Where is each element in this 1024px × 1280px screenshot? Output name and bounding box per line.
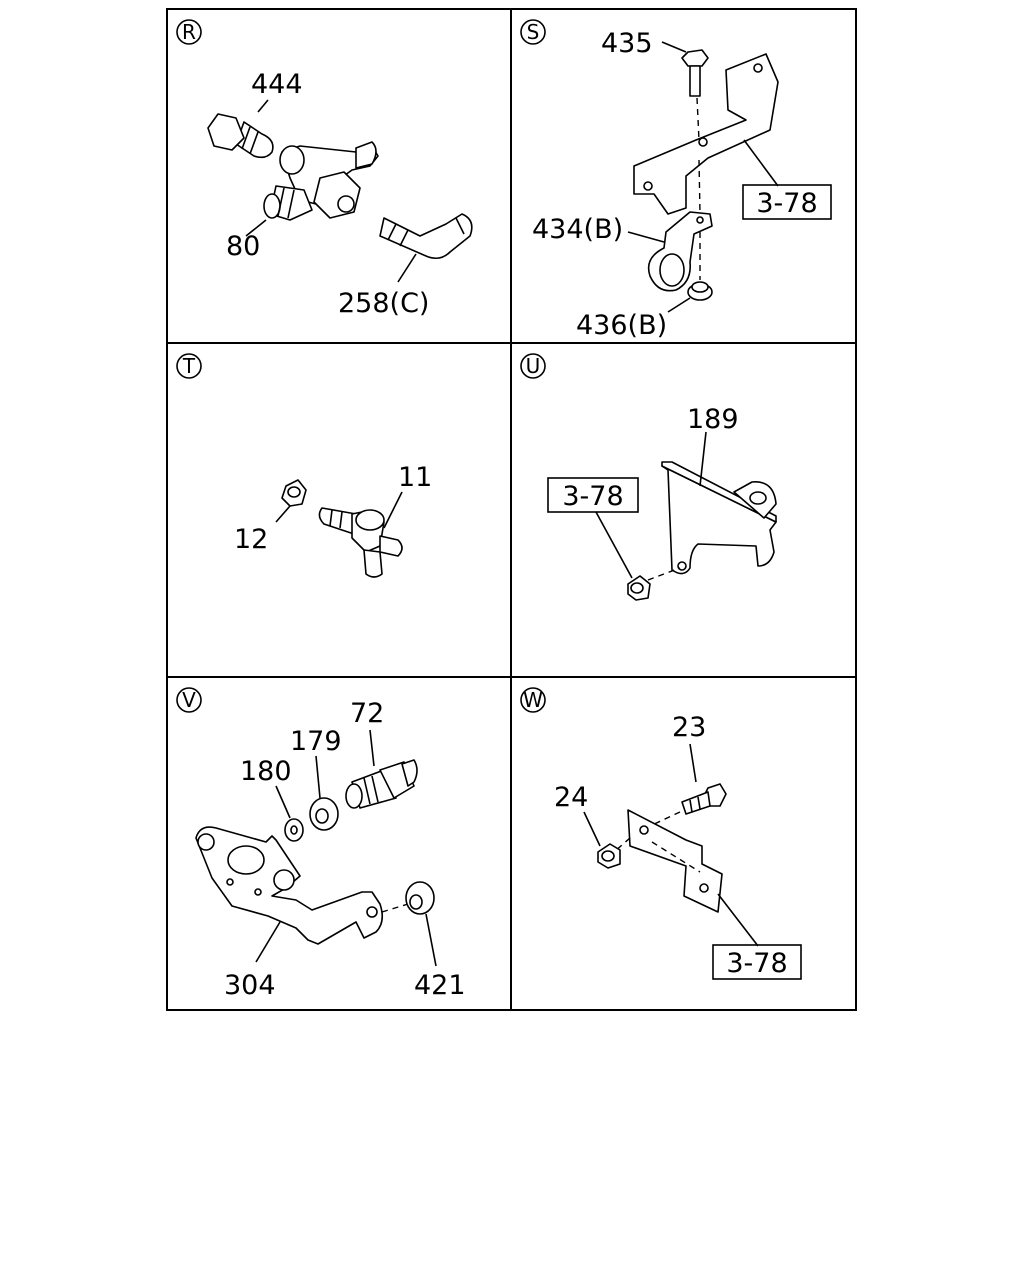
callout-180: 180	[240, 756, 292, 787]
leader-ref-s	[743, 139, 779, 187]
bracket-part	[627, 809, 723, 913]
callout-421: 421	[414, 970, 466, 1001]
svg-text:R: R	[182, 20, 196, 44]
leader-179	[315, 755, 321, 799]
leader-ref-w	[717, 893, 759, 947]
bracket-part	[633, 53, 779, 215]
section-u: U 189 3-78	[520, 353, 777, 601]
callout-444: 444	[251, 69, 303, 100]
leader-80	[245, 219, 267, 237]
callout-12: 12	[234, 524, 268, 555]
callout-258c: 258(C)	[338, 288, 429, 319]
section-w: W 23 24 3-78	[520, 687, 802, 980]
callout-189: 189	[687, 404, 739, 435]
svg-text:W: W	[523, 688, 543, 712]
leader-444	[257, 99, 269, 113]
tee-fitting-part	[279, 141, 379, 219]
ref-label-s: 3-78	[756, 188, 817, 219]
callout-24: 24	[554, 782, 588, 813]
union-fitting-part	[345, 759, 418, 809]
flange-nut-part	[687, 281, 713, 301]
callout-80: 80	[226, 231, 260, 262]
bracket-part	[195, 826, 384, 945]
panel-grid	[166, 8, 857, 1011]
bolt-part	[681, 783, 727, 815]
bracket-part	[661, 461, 777, 575]
callout-435: 435	[601, 28, 653, 59]
leader-12	[275, 505, 291, 523]
leader-23	[689, 743, 697, 783]
section-t-marker: T	[176, 353, 202, 379]
nut-part	[597, 843, 621, 869]
callout-179: 179	[290, 726, 342, 757]
section-r: R 444	[176, 19, 473, 319]
callout-304: 304	[224, 970, 276, 1001]
svg-text:T: T	[182, 354, 196, 378]
section-s: S 435 434(B) 436	[520, 19, 832, 341]
tee-connector-part	[318, 507, 403, 578]
section-w-marker: W	[520, 687, 546, 713]
ref-box-u	[547, 477, 639, 513]
leader-ref-u	[595, 511, 633, 579]
svg-text:S: S	[527, 20, 540, 44]
clip-part	[647, 211, 713, 292]
leader-11	[383, 491, 403, 529]
callout-72: 72	[350, 698, 384, 729]
bolt-part	[681, 49, 709, 97]
ref-box-s	[742, 184, 832, 220]
ref-label-w: 3-78	[726, 948, 787, 979]
section-v-marker: V	[176, 687, 202, 713]
ref-label-u: 3-78	[562, 481, 623, 512]
nipple-part	[263, 185, 313, 221]
leader-180	[275, 785, 291, 819]
section-v: V	[176, 687, 466, 1001]
nut-part	[405, 881, 435, 915]
nut-part	[627, 575, 651, 601]
washer-thin-part	[284, 818, 304, 842]
callout-11: 11	[398, 462, 432, 493]
leader-434b	[627, 231, 665, 243]
callout-434b: 434(B)	[532, 214, 623, 245]
section-r-marker: R	[176, 19, 202, 45]
nut-part	[281, 479, 307, 507]
leader-72	[369, 729, 375, 767]
ref-box-w	[712, 944, 802, 980]
leader-304	[255, 921, 281, 963]
leader-436b	[667, 297, 691, 313]
leader-24	[583, 811, 601, 847]
leader-421	[425, 913, 437, 967]
leader-189	[699, 431, 707, 487]
svg-text:V: V	[182, 688, 196, 712]
section-s-marker: S	[520, 19, 546, 45]
elbow-hose-part	[379, 213, 473, 260]
callout-436b: 436(B)	[576, 310, 667, 341]
section-u-marker: U	[520, 353, 546, 379]
section-t: T 12 11	[176, 353, 432, 578]
callout-23: 23	[672, 712, 706, 743]
banjo-bolt-part	[207, 113, 274, 159]
leader-435	[661, 41, 687, 53]
washer-thick-part	[309, 797, 339, 831]
svg-text:U: U	[526, 354, 541, 378]
leader-258c	[397, 253, 417, 283]
